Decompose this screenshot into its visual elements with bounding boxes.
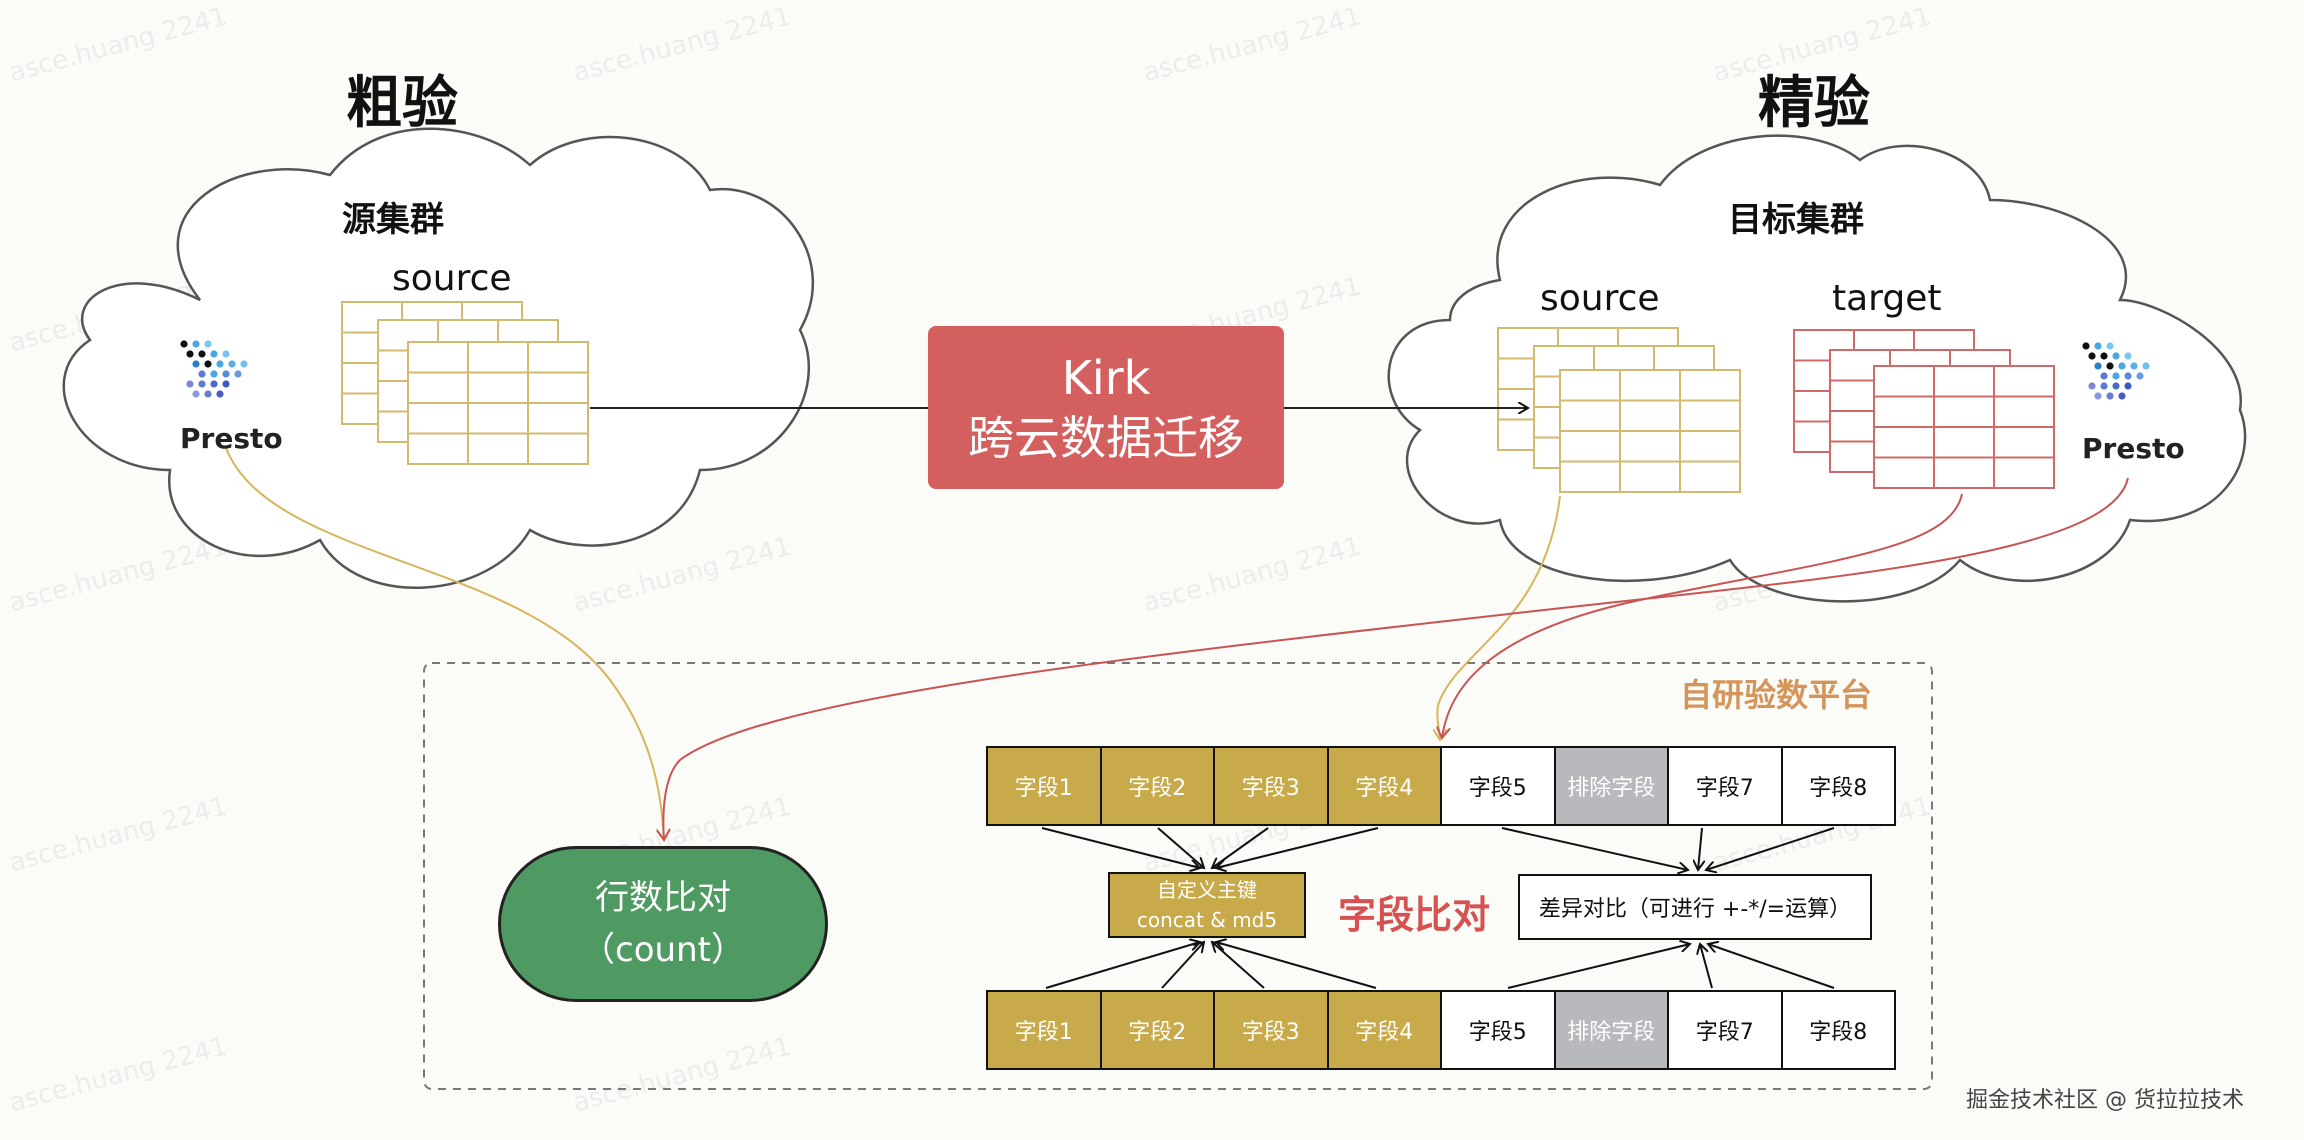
fine-check-title: 精验 (1758, 71, 1870, 136)
presto-logos (180, 340, 2150, 400)
connector-target-table-to-fields (1442, 493, 1963, 738)
primary-key-box: 自定义主键 concat & md5 (1108, 872, 1306, 938)
field-cell: 字段7 (1667, 746, 1783, 826)
field-cell: 字段8 (1780, 990, 1896, 1070)
field-cell: 字段3 (1213, 746, 1329, 826)
source-cluster-title: 源集群 (342, 200, 444, 240)
field-cell: 字段1 (986, 746, 1102, 826)
arrow-field1-top-to-pk (1041, 827, 1200, 868)
primary-key-method: concat & md5 (1136, 908, 1278, 932)
field-cell: 字段5 (1440, 990, 1556, 1070)
arrow-field1-bottom-to-pk (1045, 942, 1200, 989)
connector-source-copy-to-fields (1437, 495, 1561, 740)
connector-presto-to-count (225, 447, 664, 840)
arrow-field5-bottom-to-diff (1507, 944, 1690, 989)
field-compare-label: 字段比对 (1338, 893, 1491, 937)
footer-credit: 掘金技术社区 @ 货拉拉技术 (1966, 1088, 2244, 1113)
field-cell: 字段2 (1099, 990, 1215, 1070)
target-target-table-icon (1793, 329, 2055, 489)
target-target-table-label: target (1832, 278, 1942, 319)
diff-compare-label: 差异对比（可进行 +-*/=运算） (1538, 897, 1852, 922)
source-presto-label: Presto (180, 422, 283, 455)
field-cell: 字段8 (1780, 746, 1896, 826)
field-arrows (1041, 827, 1835, 989)
field-cell: 排除字段 (1553, 746, 1669, 826)
target-cluster-title: 目标集群 (1728, 200, 1864, 240)
rough-check-title: 粗验 (346, 71, 458, 136)
field-cell: 字段3 (1213, 990, 1329, 1070)
source-table-icon (341, 301, 589, 465)
row-count-label: 行数比对 (595, 878, 731, 918)
arrow-field2-bottom-to-pk (1161, 942, 1204, 989)
migration-label: 跨云数据迁移 (968, 410, 1244, 465)
field-cell: 字段5 (1440, 746, 1556, 826)
source-table-label: source (392, 258, 512, 299)
row-count-pill: 行数比对 （count） (498, 846, 828, 1002)
field-cell: 字段4 (1326, 746, 1442, 826)
table-stacks (341, 301, 2055, 493)
platform-frame (423, 662, 1933, 1090)
arrow-field2-top-to-pk (1157, 827, 1204, 868)
kirk-migration-box: Kirk 跨云数据迁移 (928, 326, 1284, 489)
target-target-table-icon-sheet (1873, 365, 2055, 489)
arrow-field5-top-to-diff (1501, 827, 1688, 870)
field-cell: 字段1 (986, 990, 1102, 1070)
arrow-field7-bottom-to-diff (1700, 944, 1713, 989)
field-cell: 字段4 (1326, 990, 1442, 1070)
target-source-table-icon (1497, 327, 1741, 493)
source-presto-logo (180, 340, 248, 398)
arrow-field8-bottom-to-diff (1708, 944, 1835, 989)
target-source-table-label: source (1540, 278, 1660, 319)
target-source-table-icon-sheet (1559, 369, 1741, 493)
row-count-method: （count） (581, 930, 745, 970)
platform-title: 自研验数平台 (1680, 676, 1873, 714)
arrow-field4-top-to-pk (1216, 827, 1379, 868)
diff-compare-box: 差异对比（可进行 +-*/=运算） (1518, 874, 1872, 940)
connector-target-presto-to-count (663, 477, 2129, 840)
primary-key-label: 自定义主键 (1157, 878, 1257, 902)
arrow-field7-top-to-diff (1698, 827, 1702, 870)
kirk-label: Kirk (1061, 350, 1151, 405)
target-presto-label: Presto (2082, 432, 2185, 465)
field-cell: 字段2 (1099, 746, 1215, 826)
field-cell: 排除字段 (1553, 990, 1669, 1070)
source-table-icon-sheet (407, 341, 589, 465)
arrow-field8-top-to-diff (1706, 827, 1835, 870)
arrow-field4-bottom-to-pk (1216, 942, 1377, 989)
target-presto-logo (2082, 342, 2150, 400)
field-cell: 字段7 (1667, 990, 1783, 1070)
